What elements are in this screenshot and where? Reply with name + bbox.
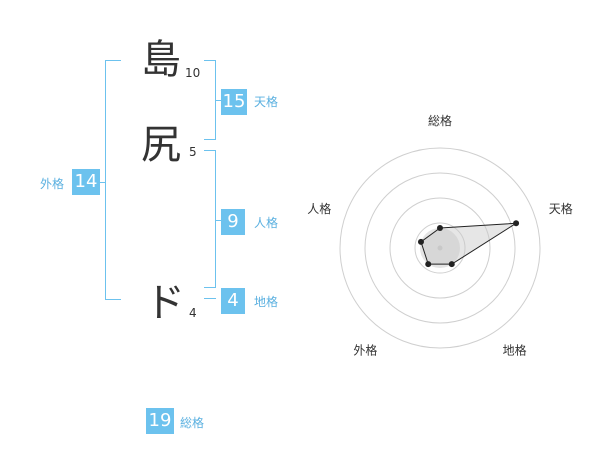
radar-axis-label: 人格: [307, 201, 331, 216]
chikaku-label: 地格: [254, 295, 279, 309]
radar-series-area: [420, 222, 517, 265]
radar-axis-label: 総格: [428, 113, 452, 128]
chikaku-value: 4: [221, 288, 245, 314]
gaikaku-label: 外格: [40, 177, 65, 191]
jinkaku-connector: [216, 220, 221, 221]
jinkaku-value: 9: [221, 209, 245, 235]
gaikaku-value: 14: [72, 169, 100, 195]
radar-data-point: [425, 261, 432, 268]
radar-data-point: [437, 225, 443, 231]
radar-axis-label: 地格: [503, 343, 527, 358]
radar-data-point: [513, 220, 520, 227]
name-char-1: 島: [141, 37, 181, 83]
soukaku-label: 総格: [180, 416, 205, 430]
tenkaku-bracket: [204, 60, 216, 140]
radar-data-point: [417, 238, 424, 245]
stroke-count-2: 5: [189, 145, 197, 159]
tenkaku-value: 15: [221, 89, 247, 115]
radar-grid-ring: [364, 172, 516, 324]
gaikaku-bracket: [105, 60, 121, 300]
stroke-count-3: 4: [189, 306, 197, 320]
gaikaku-connector: [99, 182, 105, 183]
radar-grid-ring: [389, 197, 491, 299]
soukaku-value: 19: [146, 408, 174, 434]
name-char-2: 尻: [141, 122, 181, 168]
jinkaku-label: 人格: [254, 216, 279, 230]
radar-data-point: [448, 261, 455, 268]
radar-center-dot: [437, 245, 443, 251]
radar-axis-label: 天格: [549, 201, 573, 216]
radar-grid-ring: [414, 222, 466, 274]
name-char-3: ド: [145, 280, 185, 326]
chikaku-bracket-stub: [204, 298, 216, 299]
jinkaku-bracket: [204, 150, 216, 288]
stroke-count-1: 10: [185, 66, 201, 80]
tenkaku-connector: [216, 100, 221, 101]
radar-grid-ring: [339, 147, 541, 349]
tenkaku-label: 天格: [254, 95, 279, 109]
radar-axis-label: 外格: [353, 343, 377, 358]
